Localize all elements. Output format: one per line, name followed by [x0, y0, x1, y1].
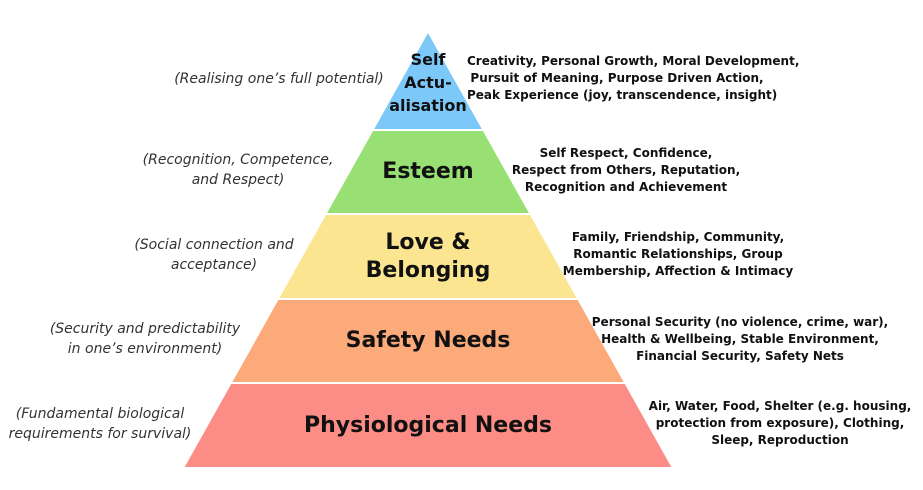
tier-details-physiological-needs: Air, Water, Food, Shelter (e.g. housing,… — [630, 398, 923, 449]
tier-label-line: Safety Needs — [345, 328, 511, 353]
tier-note-love-belonging: (Social connection and acceptance) — [94, 235, 334, 275]
tier-detail-line: Peak Experience (joy, transcendence, ins… — [467, 88, 778, 102]
tier-detail-line: Air, Water, Food, Shelter (e.g. housing, — [648, 399, 912, 413]
tier-detail-line: protection from exposure), Clothing, — [655, 416, 905, 430]
tier-label-love-belonging: Love &Belonging — [298, 229, 558, 285]
tier-note-line: (Recognition, Competence, — [142, 152, 334, 168]
tier-details-safety-needs: Personal Security (no violence, crime, w… — [590, 314, 890, 365]
tier-note-line: in one’s environment) — [67, 341, 223, 357]
tier-note-line: acceptance) — [170, 256, 258, 273]
tier-details-self-actualisation: Creativity, Personal Growth, Moral Devel… — [467, 53, 800, 104]
tier-detail-line: Membership, Affection & Intimacy — [562, 264, 794, 278]
tier-label-line: Love & — [385, 229, 471, 255]
tier-note-line: (Fundamental biological — [15, 405, 185, 422]
tier-physiological-needs — [181, 382, 675, 469]
tier-detail-line: Financial Security, Safety Nets — [636, 348, 844, 363]
tier-details-esteem: Self Respect, Confidence, Respect from Ot… — [476, 145, 776, 196]
tier-label-line: Belonging — [365, 257, 491, 283]
tier-detail-line: Romantic Relationships, Group — [573, 247, 783, 261]
tier-note-line: (Security and predictability — [49, 321, 241, 337]
tier-details-love-belonging: Family, Friendship, Community, Romantic R… — [528, 229, 828, 280]
tier-detail-line: Sleep, Reproduction — [711, 433, 849, 447]
tier-note-line: and Respect) — [191, 172, 285, 188]
tier-note-line: (Social connection and — [134, 236, 294, 253]
tier-detail-line: Recognition and Achievement — [524, 179, 728, 194]
tier-note-safety-needs: (Security and predictability in one’s env… — [25, 319, 265, 359]
tier-label-physiological-needs: Physiological Needs — [298, 412, 558, 440]
tier-detail-line: Respect from Others, Reputation, — [511, 162, 741, 177]
tier-note-line: (Realising one’s full potential) — [174, 70, 384, 87]
tier-note-self-actualisation: (Realising one’s full potential) — [159, 69, 399, 89]
tier-label-line: alisation — [389, 96, 467, 115]
tier-detail-line: Self Respect, Confidence, — [539, 145, 713, 160]
tier-note-physiological-needs: (Fundamental biological requirements for … — [0, 404, 220, 444]
tier-label-esteem: Esteem — [298, 158, 558, 186]
tier-detail-line: Pursuit of Meaning, Purpose Driven Actio… — [470, 71, 764, 85]
tier-note-line: requirements for survival) — [8, 425, 192, 442]
tier-label-line: Esteem — [382, 159, 474, 184]
tier-detail-line: Personal Security (no violence, crime, w… — [591, 314, 889, 329]
tier-label-line: Physiological Needs — [303, 412, 552, 438]
tier-detail-line: Creativity, Personal Growth, Moral Devel… — [467, 54, 800, 68]
tier-note-esteem: (Recognition, Competence, and Respect) — [118, 150, 358, 190]
tier-detail-line: Health & Wellbeing, Stable Environment, — [601, 331, 879, 346]
tier-label-safety-needs: Safety Needs — [298, 327, 558, 355]
tier-detail-line: Family, Friendship, Community, — [571, 230, 785, 244]
tier-label-line: Self — [410, 50, 446, 69]
tier-label-line: Actu- — [404, 73, 452, 92]
